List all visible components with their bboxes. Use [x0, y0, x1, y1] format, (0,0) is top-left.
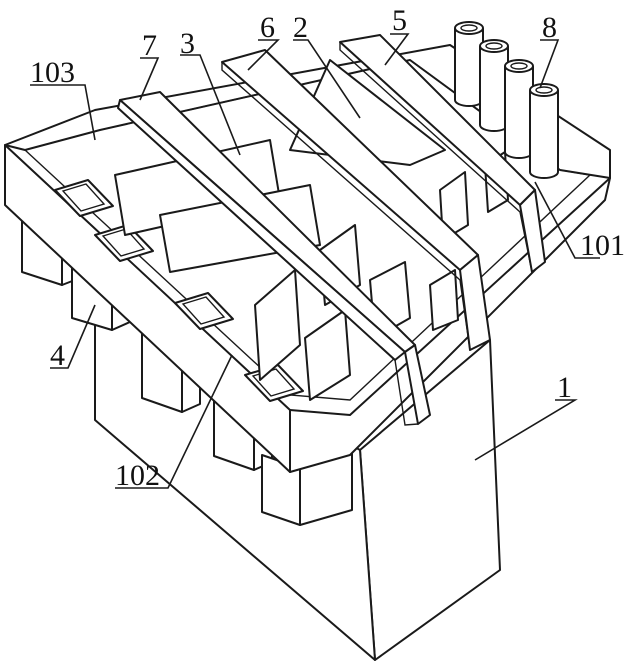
strap-5: [339, 34, 546, 273]
strap-6: [221, 49, 491, 351]
label-8: 8: [542, 11, 557, 44]
label-2: 2: [293, 11, 308, 44]
part-labels: 103 7 3 6 2 5 8 101 4 102 1: [30, 4, 625, 492]
label-4: 4: [50, 339, 65, 372]
pipes: [454, 21, 559, 179]
label-3: 3: [180, 27, 195, 60]
strap-7: [117, 91, 431, 426]
label-103: 103: [30, 56, 75, 89]
label-7: 7: [142, 29, 157, 62]
label-1: 1: [557, 371, 572, 404]
label-102: 102: [115, 459, 160, 492]
leader-lines: [30, 33, 600, 489]
label-5: 5: [392, 4, 407, 37]
label-101: 101: [580, 229, 625, 262]
label-6: 6: [260, 11, 275, 44]
